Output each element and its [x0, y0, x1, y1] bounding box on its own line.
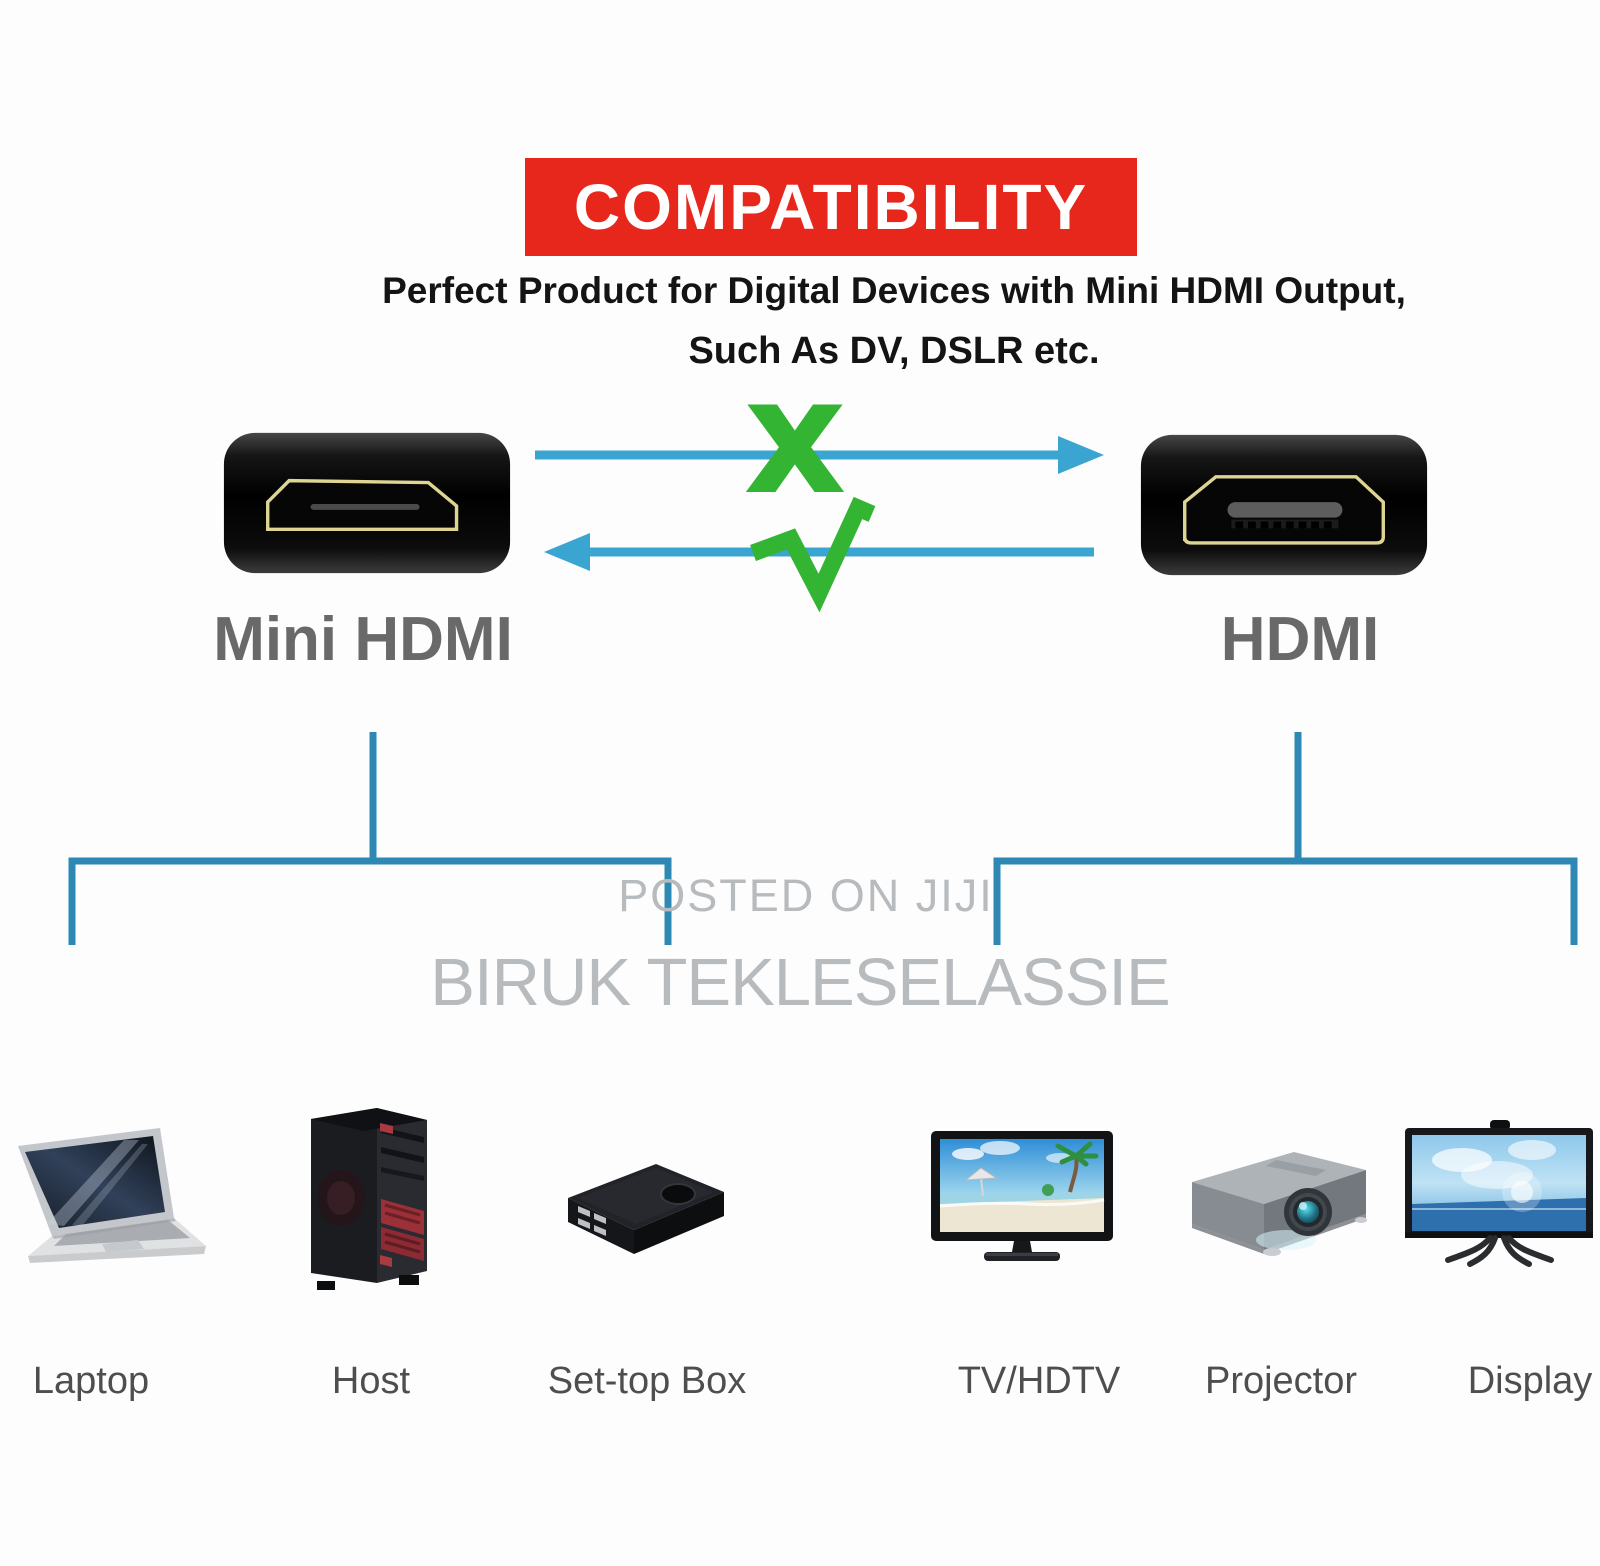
device-label-laptop: Laptop	[32, 1360, 150, 1402]
port-tongue	[310, 503, 420, 510]
monitor-legs	[1445, 1235, 1554, 1267]
hdmi-label: HDMI	[1220, 605, 1380, 674]
front-ports	[578, 1206, 606, 1236]
arrow-right-icon	[535, 436, 1104, 474]
hdmi-port-icon	[1140, 434, 1428, 576]
host-tower-image	[311, 1108, 427, 1290]
watermark-line-2: BIRUK TEKLESELASSIE	[430, 945, 1170, 1020]
right-bracket-line	[993, 732, 1578, 945]
arrow-left-icon	[544, 533, 1094, 571]
tv-image	[931, 1131, 1113, 1261]
banner-title: COMPATIBILITY	[573, 171, 1089, 243]
palm-fronds	[1055, 1141, 1099, 1167]
mini-hdmi-port-icon	[223, 432, 511, 574]
port-pins	[1231, 519, 1339, 529]
cross-mark-icon: x	[743, 343, 846, 530]
subtitle-line-2: Such As DV, DSLR etc.	[688, 330, 1100, 372]
watermark-line-1: POSTED ON JIJI	[618, 870, 994, 921]
set-top-box-image	[568, 1164, 724, 1254]
projector-image	[1192, 1152, 1367, 1256]
device-label-display: Display	[1467, 1360, 1593, 1402]
device-label-host: Host	[331, 1360, 411, 1402]
device-label-set-top-box: Set-top Box	[547, 1360, 747, 1402]
subtitle-line-1: Perfect Product for Digital Devices with…	[382, 270, 1406, 311]
check-mark-icon	[750, 496, 876, 613]
laptop-image	[18, 1128, 206, 1263]
left-bracket-line	[68, 732, 672, 945]
mini-hdmi-label: Mini HDMI	[213, 605, 513, 674]
device-label-projector: Projector	[1204, 1360, 1358, 1402]
compatibility-banner: COMPATIBILITY	[525, 158, 1137, 256]
display-monitor-image	[1405, 1120, 1593, 1267]
port-tongue	[1227, 502, 1343, 518]
device-label-tv-hdtv: TV/HDTV	[957, 1360, 1121, 1402]
